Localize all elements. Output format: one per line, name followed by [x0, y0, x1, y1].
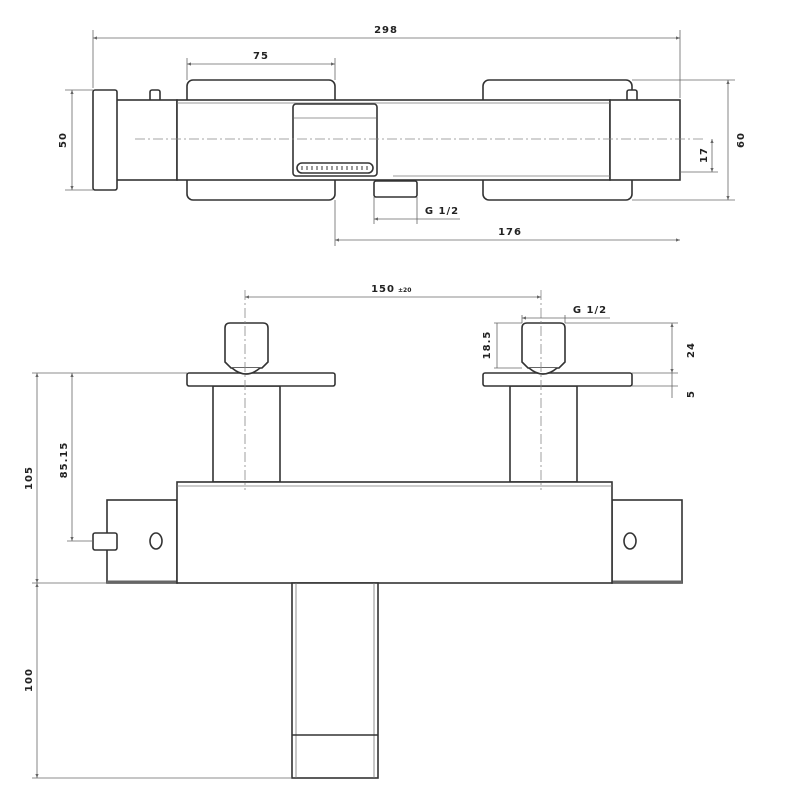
dim-label: 60 — [736, 132, 747, 148]
top-outlet — [373, 180, 418, 198]
front-right-connector-cone — [528, 367, 558, 375]
dim-outlet-thread: G 1/2 — [373, 197, 460, 224]
dim-18-5: 18.5 — [482, 322, 522, 369]
front-spout — [291, 582, 379, 779]
dim-105: 105 — [24, 372, 187, 584]
dim-298: 298 — [92, 25, 681, 98]
dim-150: 150 ±20 — [245, 284, 541, 299]
grill-slots — [301, 166, 368, 170]
dim-label: 18.5 — [482, 331, 493, 360]
dim-label: 75 — [253, 51, 269, 62]
dim-17: 17 — [680, 139, 718, 173]
dim-85-15: 85.15 — [59, 373, 93, 542]
front-left-nipple — [92, 532, 118, 551]
dim-label: 50 — [58, 132, 69, 148]
dim-label: 105 — [24, 466, 35, 490]
dim-label: 100 — [24, 668, 35, 692]
top-left-cap — [92, 89, 118, 191]
front-right-end-section — [611, 499, 683, 584]
dim-50: 50 — [58, 89, 93, 191]
dim-100: 100 — [24, 583, 292, 779]
front-right-plate — [482, 372, 633, 387]
dim-tolerance: ±20 — [398, 287, 411, 294]
dim-label: 17 — [699, 147, 710, 163]
front-left-connector — [224, 322, 269, 369]
top-view: 298 75 50 60 17 G 1/2 — [58, 25, 747, 246]
dim-label-5: 5 — [686, 390, 697, 398]
dim-label: 176 — [498, 227, 522, 238]
front-view: 150 ±20 G 1/2 18.5 24 5 105 85. — [24, 284, 697, 779]
front-left-screw-hole — [149, 532, 163, 550]
dim-176: 176 — [334, 200, 680, 246]
dim-75: 75 — [186, 51, 336, 80]
front-left-plate — [186, 372, 336, 387]
top-center-window — [292, 103, 378, 177]
front-right-screw-hole — [623, 532, 637, 550]
dim-label: 150 — [371, 284, 395, 295]
dim-label: 85.15 — [59, 442, 70, 479]
front-right-stem — [509, 385, 578, 483]
front-right-connector — [521, 322, 566, 369]
dim-label: G 1/2 — [573, 305, 607, 316]
dim-label: 24 — [686, 342, 697, 358]
front-left-connector-cone — [231, 367, 261, 375]
dim-label: 298 — [374, 25, 398, 36]
top-grill — [296, 162, 374, 174]
dim-inlet-thread: G 1/2 — [521, 305, 610, 323]
front-main-body — [176, 481, 613, 584]
dim-24: 24 5 — [565, 322, 697, 398]
top-main-body — [176, 99, 611, 181]
top-right-end-section — [609, 99, 681, 181]
dim-60: 60 — [632, 79, 747, 201]
front-left-stem — [212, 385, 281, 483]
dim-label: G 1/2 — [425, 206, 459, 217]
